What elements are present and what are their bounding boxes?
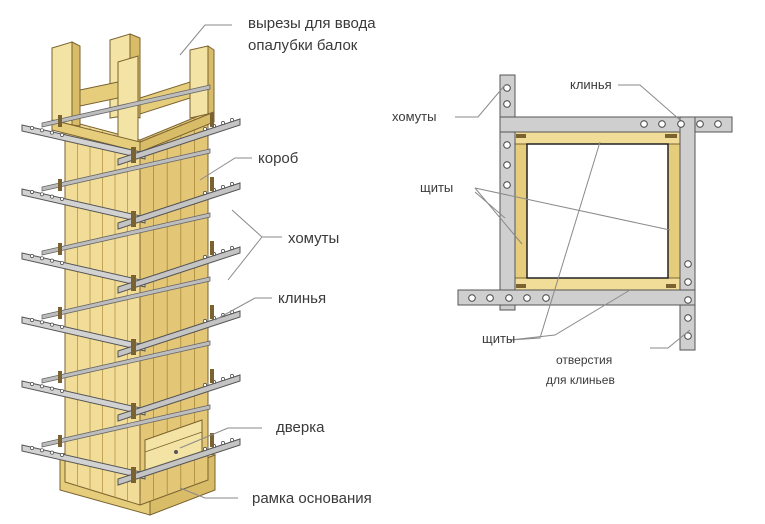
clamp-level bbox=[21, 340, 241, 422]
label-wedges-left: клинья bbox=[278, 290, 326, 307]
label-clamps-right: хомуты bbox=[392, 109, 436, 124]
clamp-level bbox=[21, 84, 241, 166]
clamp-level bbox=[21, 212, 241, 294]
clamp-bar-top bbox=[499, 116, 733, 133]
wood-shields bbox=[514, 131, 681, 291]
box-front-face bbox=[64, 119, 141, 506]
label-clamps-left: хомуты bbox=[288, 230, 339, 247]
clamp-bar-left bbox=[499, 74, 516, 311]
clamp-level bbox=[21, 276, 241, 358]
steel-clamps bbox=[457, 74, 733, 351]
clamp-level bbox=[21, 404, 241, 486]
clamp-level bbox=[21, 148, 241, 230]
label-shields-bottom: щиты bbox=[482, 331, 515, 346]
clamp-levels bbox=[21, 84, 241, 486]
label-base-frame: рамка основания bbox=[252, 490, 372, 507]
wedge-holes bbox=[468, 84, 722, 340]
left-leader-lines bbox=[179, 24, 282, 499]
label-holes-line2: для клиньев bbox=[546, 373, 615, 387]
label-box: короб bbox=[258, 150, 298, 167]
label-shields-left: щиты bbox=[420, 180, 453, 195]
label-holes-line1: отверстия bbox=[556, 353, 612, 367]
plan-wedges bbox=[516, 134, 677, 288]
clamp-bar-bottom bbox=[457, 289, 696, 306]
column-formwork-perspective bbox=[21, 24, 282, 516]
formwork-plan-view bbox=[455, 74, 733, 351]
label-door: дверка bbox=[276, 419, 325, 436]
label-wedges-right: клинья bbox=[570, 77, 612, 92]
right-leader-lines bbox=[455, 84, 691, 349]
label-beam-cutouts-line1: вырезы для ввода bbox=[248, 15, 376, 32]
label-beam-cutouts-line2: опалубки балок bbox=[248, 37, 358, 54]
